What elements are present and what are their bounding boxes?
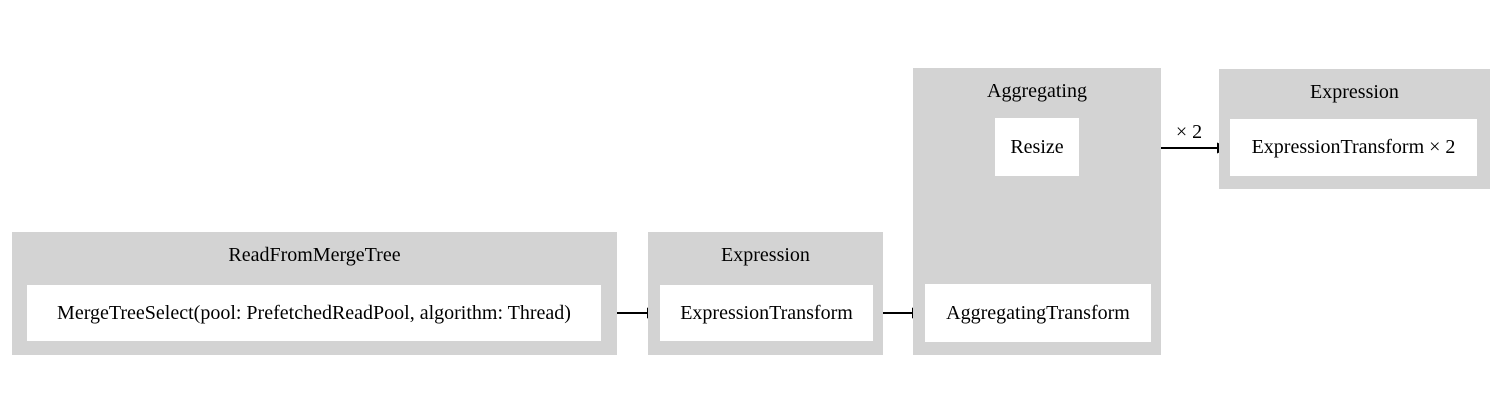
node-expressiontransform-label: ExpressionTransform [680, 301, 853, 324]
node-aggregatingtransform-label: AggregatingTransform [946, 301, 1130, 324]
node-mergetreeselect: MergeTreeSelect(pool: PrefetchedReadPool… [27, 285, 601, 341]
node-resize: Resize [995, 118, 1079, 176]
cluster-expression-2-title: Expression [1310, 81, 1399, 103]
node-mergetreeselect-label: MergeTreeSelect(pool: PrefetchedReadPool… [57, 301, 571, 324]
edge-multiplier-label: × 2 [1175, 121, 1203, 143]
cluster-readfrommergetree-title: ReadFromMergeTree [228, 244, 401, 266]
node-resize-label: Resize [1010, 135, 1064, 158]
node-expressiontransform-x2: ExpressionTransform × 2 [1230, 119, 1477, 176]
node-expressiontransform: ExpressionTransform [660, 285, 873, 341]
cluster-expression-1-title: Expression [721, 244, 810, 266]
node-expressiontransform-x2-label: ExpressionTransform × 2 [1251, 136, 1456, 158]
cluster-aggregating-title: Aggregating [987, 80, 1087, 102]
node-aggregatingtransform: AggregatingTransform [925, 284, 1151, 342]
